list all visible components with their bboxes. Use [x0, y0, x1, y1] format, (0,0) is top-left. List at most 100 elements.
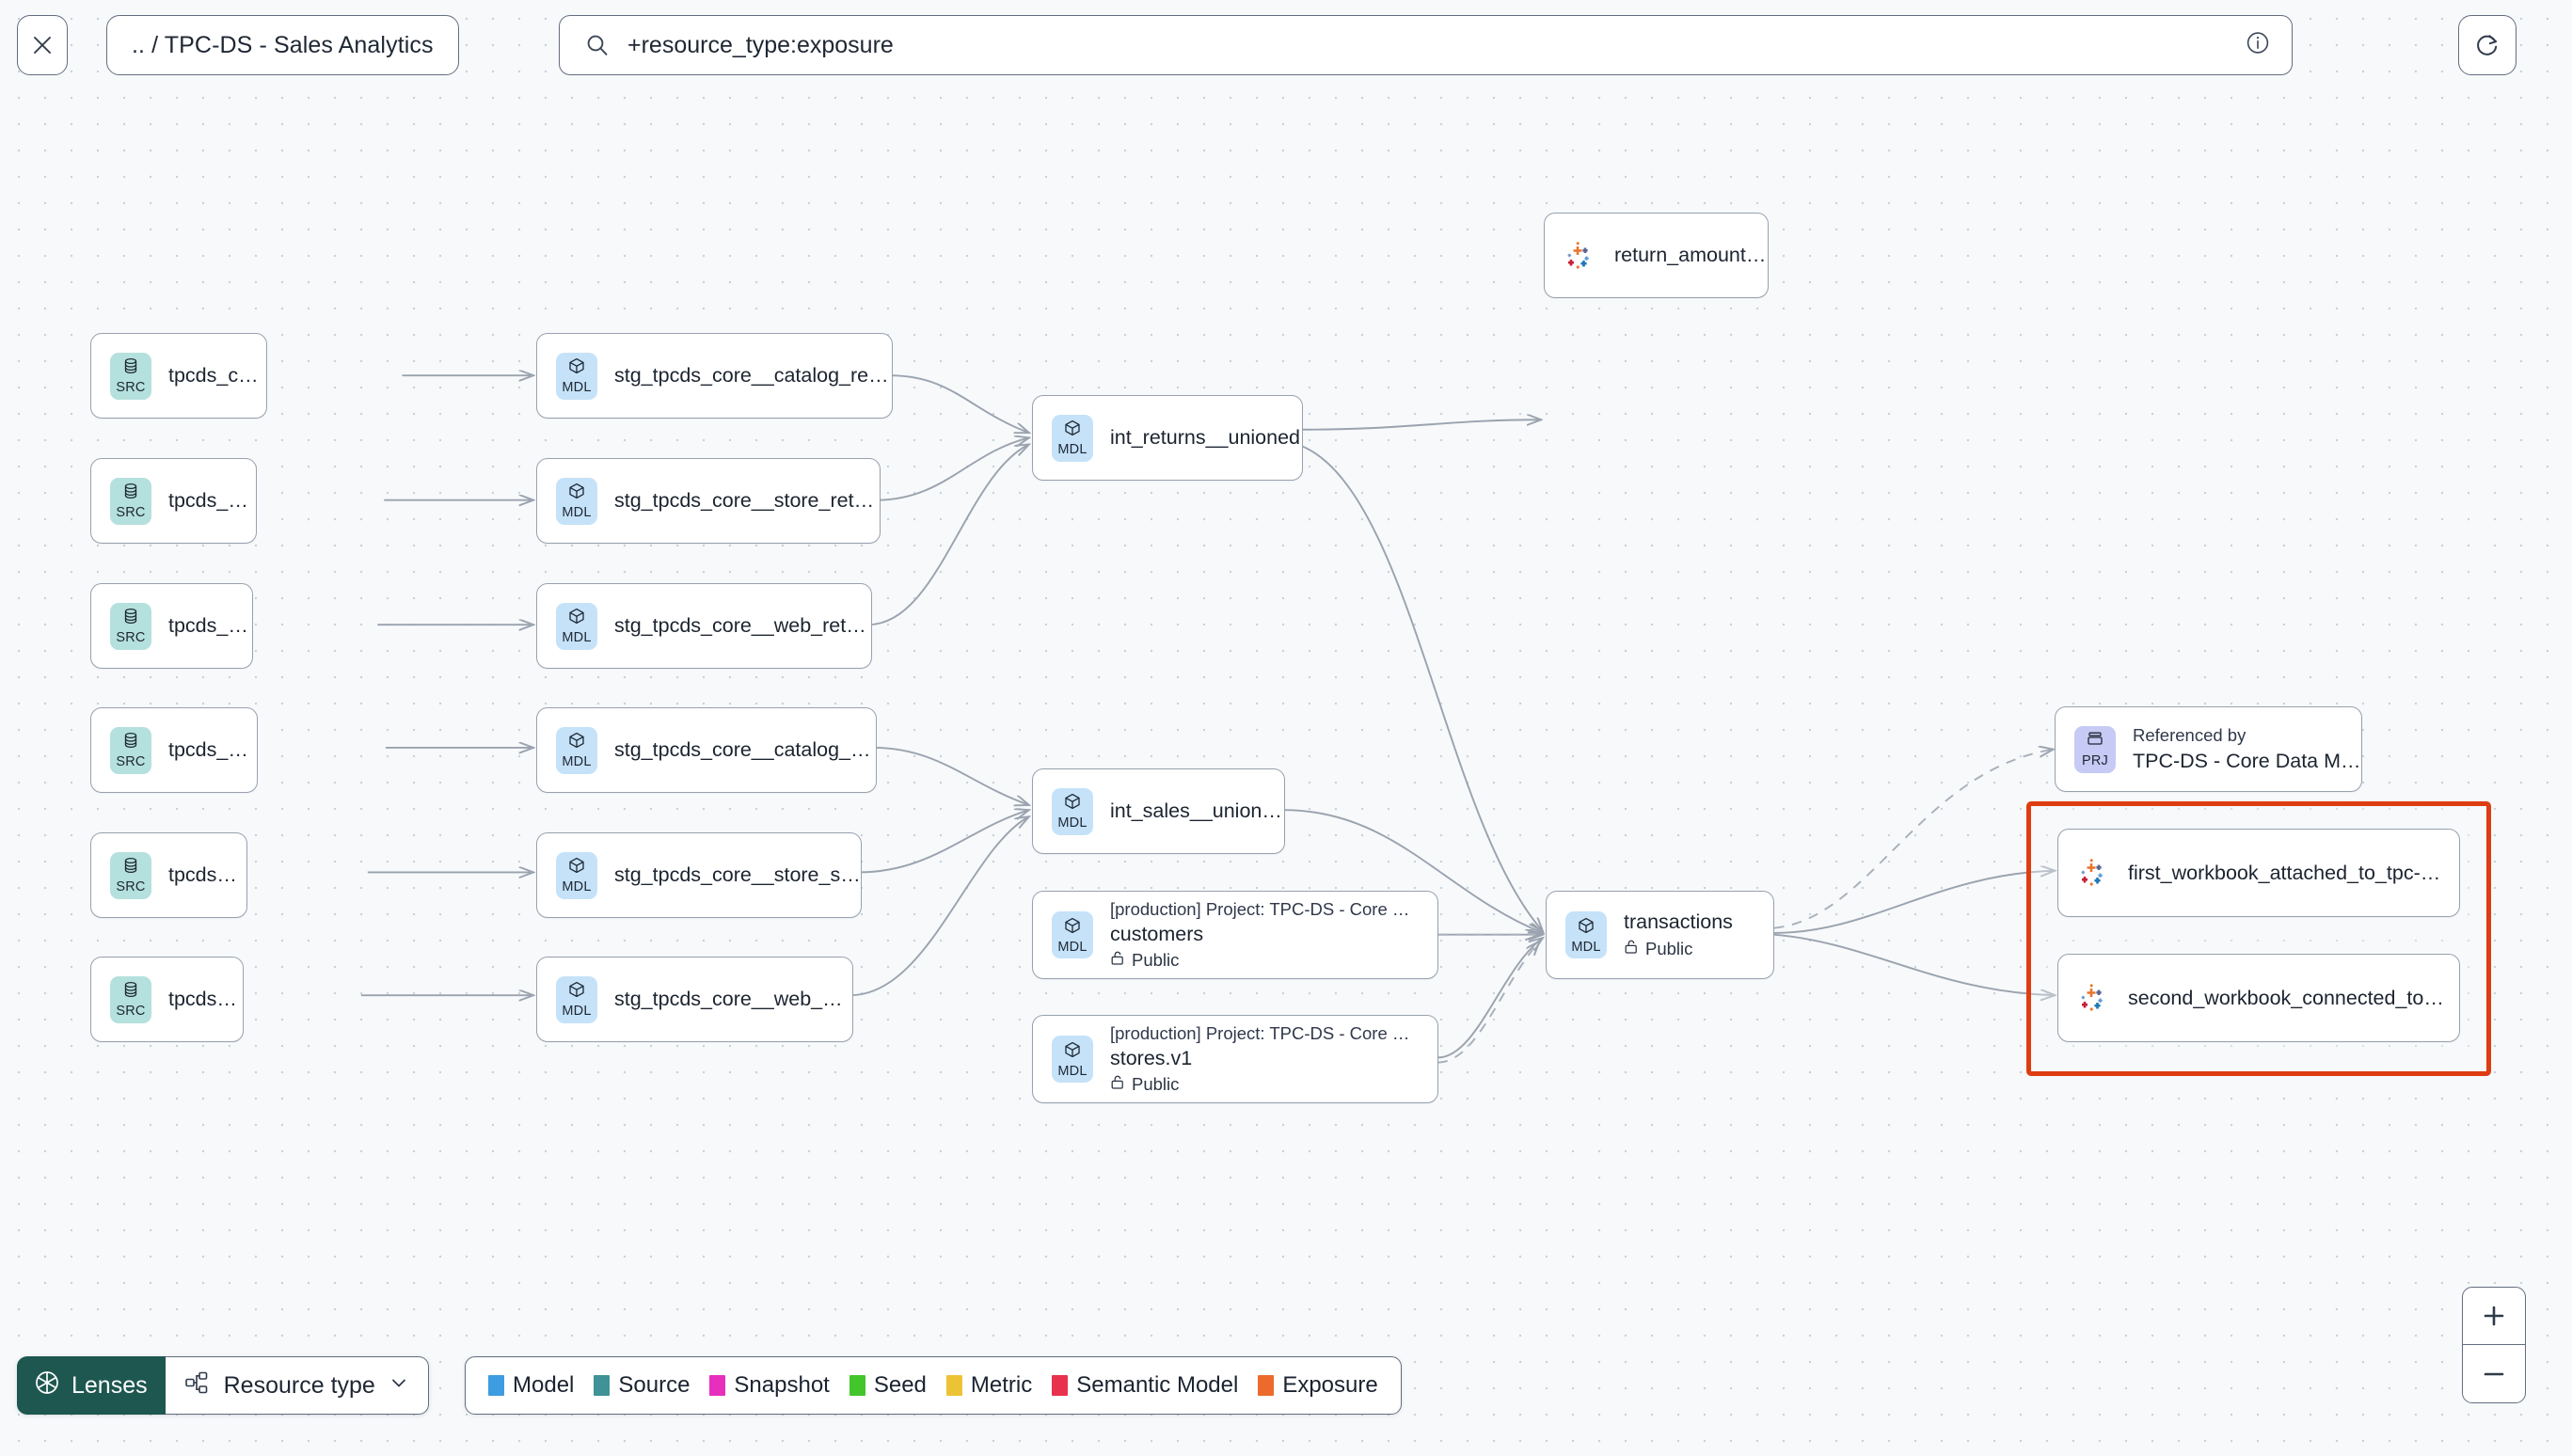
model-badge: MDL [1052, 1036, 1093, 1083]
source-badge: SRC [110, 477, 151, 525]
legend-item-seed: Seed [849, 1372, 927, 1399]
badge-code: MDL [1571, 939, 1601, 955]
legend-label: Source [618, 1372, 691, 1398]
hierarchy-icon [183, 1369, 211, 1403]
unlock-icon [1110, 950, 1125, 971]
search-input[interactable]: +resource_type:exposure [559, 15, 2293, 75]
node-label: return_amounts_by_transaction_type [1614, 244, 1768, 266]
legend-label: Model [513, 1372, 575, 1398]
top-toolbar: .. / TPC-DS - Sales Analytics +resource_… [0, 0, 2572, 111]
node-visibility: Public [1624, 939, 1733, 959]
legend-swatch [945, 1375, 962, 1396]
graph-node-src-store-sales[interactable]: SRC tpcds_core.store_sales [90, 832, 247, 918]
database-icon [121, 856, 140, 878]
node-label: second_workbook_connected_to_live… [2128, 986, 2448, 1009]
zoom-in-button[interactable] [2463, 1288, 2525, 1345]
node-label: stg_tpcds_core__store_returns [614, 489, 880, 512]
lenses-button[interactable]: Lenses [17, 1356, 166, 1415]
badge-code: SRC [116, 630, 146, 645]
badge-code: SRC [116, 380, 146, 395]
graph-node-stg-store-sales[interactable]: MDL stg_tpcds_core__store_sales [536, 832, 862, 918]
refresh-button[interactable] [2458, 15, 2516, 75]
legend-label: Metric [970, 1372, 1033, 1398]
cube-icon [1063, 1040, 1082, 1063]
source-badge: SRC [110, 352, 151, 400]
zoom-out-button[interactable] [2463, 1345, 2525, 1402]
badge-code: SRC [116, 505, 146, 520]
node-label: tpcds_core.catalog_returns [168, 364, 266, 387]
node-label: stg_tpcds_core__web_returns [614, 614, 871, 637]
cube-icon [567, 980, 586, 1003]
badge-code: MDL [1057, 442, 1088, 457]
graph-node-customers[interactable]: MDL [production] Project: TPC-DS - Core … [1032, 891, 1438, 979]
graph-node-exposure-first-workbook[interactable]: first_workbook_attached_to_tpc-ds_-_… [2057, 829, 2460, 917]
resource-type-label: Resource type [223, 1371, 375, 1399]
graph-node-stg-web-returns[interactable]: MDL stg_tpcds_core__web_returns [536, 583, 872, 669]
graph-node-project-referenced-by[interactable]: PRJ Referenced by TPC-DS - Core Data Mod… [2055, 706, 2362, 792]
node-relationship-label: Referenced by [2133, 725, 2247, 745]
model-badge: MDL [556, 602, 597, 650]
minus-icon [2484, 1372, 2504, 1375]
breadcrumb[interactable]: .. / TPC-DS - Sales Analytics [106, 15, 459, 75]
graph-node-exposure-return-amounts[interactable]: return_amounts_by_transaction_type [1544, 213, 1769, 298]
graph-node-src-catalog-returns[interactable]: SRC tpcds_core.catalog_returns [90, 333, 267, 419]
zoom-controls [2462, 1287, 2526, 1403]
node-label: tpcds_core.catalog_sales [168, 738, 257, 761]
badge-code: MDL [1057, 1063, 1088, 1079]
resource-type-dropdown[interactable]: Resource type [165, 1356, 429, 1415]
graph-node-transactions[interactable]: MDL transactions Public [1546, 891, 1774, 979]
cube-icon [1063, 792, 1082, 815]
model-badge: MDL [556, 352, 597, 400]
graph-node-src-store-returns[interactable]: SRC tpcds_core.store_returns [90, 458, 257, 544]
graph-node-exposure-second-workbook[interactable]: second_workbook_connected_to_live… [2057, 954, 2460, 1042]
model-badge: MDL [1565, 911, 1607, 958]
plus-icon [2484, 1306, 2504, 1326]
info-circle-icon[interactable] [2245, 30, 2271, 61]
node-label: customers [1110, 923, 1204, 945]
node-visibility: Public [1110, 950, 1421, 971]
graph-node-stg-web-sales[interactable]: MDL stg_tpcds_core__web_sales [536, 957, 853, 1042]
close-button[interactable] [17, 15, 68, 75]
cube-icon [567, 731, 586, 753]
graph-node-int-sales-unioned[interactable]: MDL int_sales__unioned [1032, 768, 1285, 854]
source-badge: SRC [110, 975, 151, 1023]
cube-icon [567, 482, 586, 504]
node-project-path: [production] Project: TPC-DS - Core Data… [1110, 899, 1421, 919]
badge-code: MDL [562, 380, 592, 395]
source-badge: SRC [110, 851, 151, 899]
project-icon [2086, 730, 2104, 752]
legend-label: Seed [873, 1372, 927, 1398]
graph-node-src-web-returns[interactable]: SRC tpcds_core.web_returns [90, 583, 253, 669]
node-label: tpcds_core.store_sales [168, 863, 246, 886]
node-label: stg_tpcds_core__web_sales [614, 988, 852, 1010]
legend-item-model: Model [488, 1372, 574, 1399]
tableau-icon [1562, 239, 1596, 273]
badge-code: MDL [562, 879, 592, 894]
project-badge: PRJ [2074, 725, 2116, 773]
model-badge: MDL [1052, 787, 1093, 835]
tableau-icon [2075, 856, 2109, 890]
graph-node-int-returns-unioned[interactable]: MDL int_returns__unioned [1032, 395, 1303, 481]
legend-label: Semantic Model [1076, 1372, 1239, 1398]
badge-code: MDL [562, 754, 592, 769]
database-icon [121, 356, 140, 379]
source-badge: SRC [110, 726, 151, 774]
legend-swatch [849, 1375, 865, 1396]
graph-node-src-catalog-sales[interactable]: SRC tpcds_core.catalog_sales [90, 707, 258, 793]
node-label: TPC-DS - Core Data Models [2133, 750, 2361, 772]
database-icon [121, 482, 140, 504]
resource-type-legend: Model Source Snapshot Seed Metric Semant… [465, 1356, 1402, 1415]
database-icon [121, 980, 140, 1003]
graph-node-stores-v1[interactable]: MDL [production] Project: TPC-DS - Core … [1032, 1015, 1438, 1103]
chevron-down-icon [389, 1372, 409, 1400]
graph-node-stg-catalog-returns[interactable]: MDL stg_tpcds_core__catalog_returns [536, 333, 893, 419]
graph-node-src-web-sales[interactable]: SRC tpcds_core.web_sales [90, 957, 244, 1042]
node-visibility-label: Public [1132, 1074, 1180, 1094]
graph-node-stg-store-returns[interactable]: MDL stg_tpcds_core__store_returns [536, 458, 881, 544]
lenses-control-group: Lenses Resource type [17, 1356, 429, 1415]
legend-swatch [1258, 1375, 1275, 1396]
graph-node-stg-catalog-sales[interactable]: MDL stg_tpcds_core__catalog_sales [536, 707, 877, 793]
node-visibility-label: Public [1132, 950, 1180, 970]
